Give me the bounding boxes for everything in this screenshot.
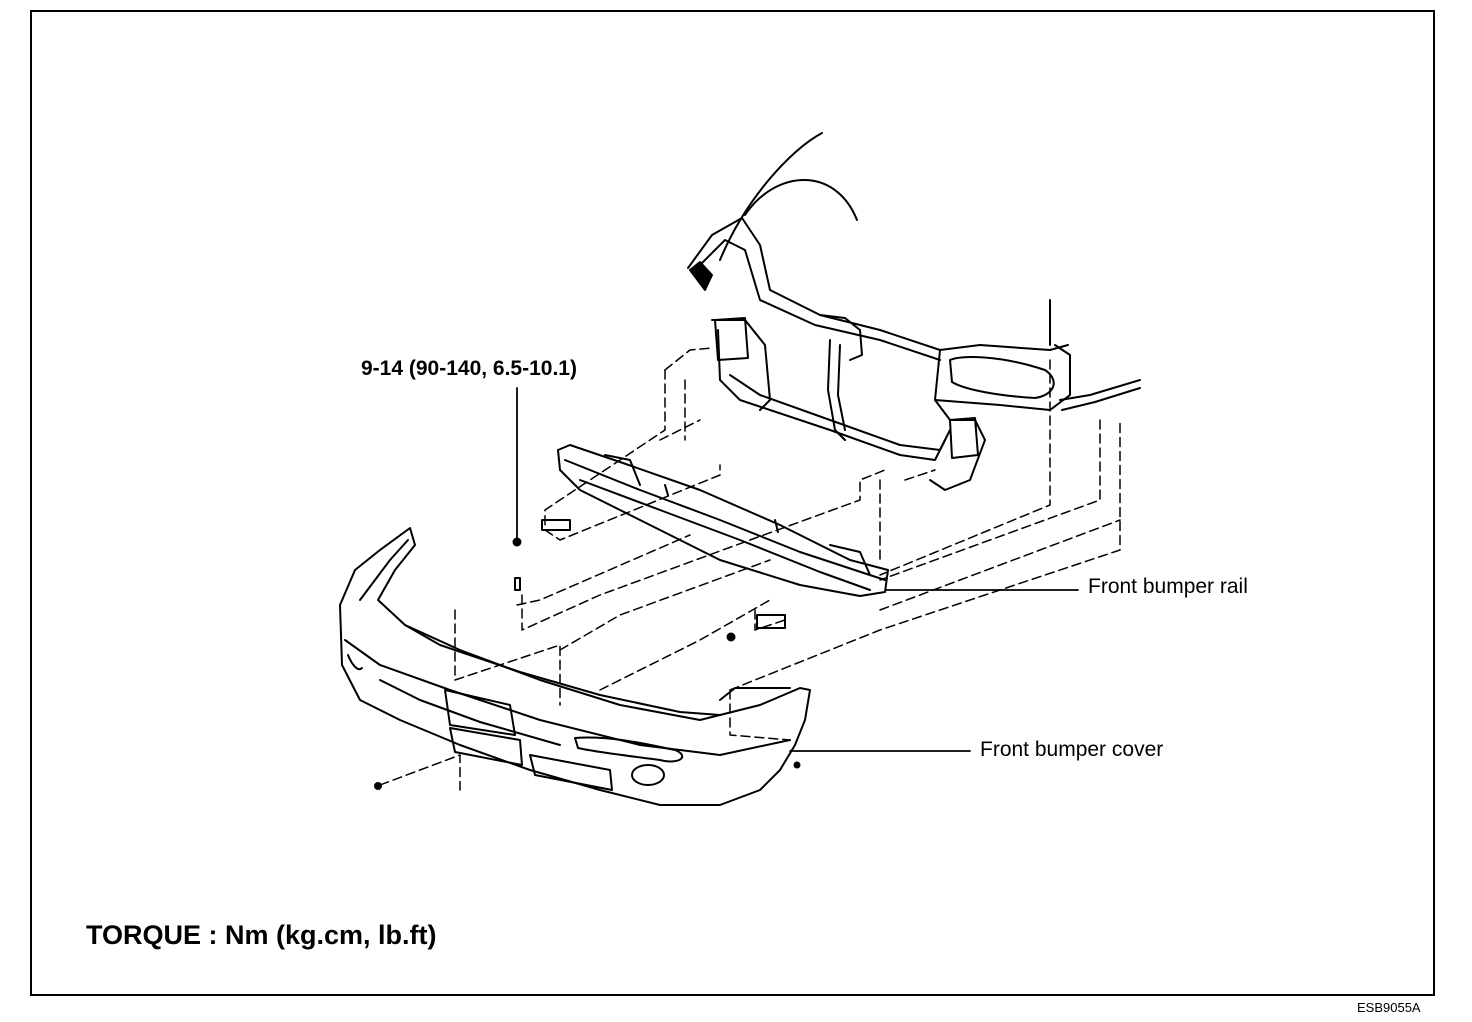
front-bumper-rail	[557, 444, 889, 597]
assembly-guide-lines	[379, 347, 1121, 791]
front-bumper-rail-label: Front bumper rail	[1088, 575, 1248, 598]
radiator-support	[687, 217, 1141, 491]
diagram-frame	[30, 10, 1435, 996]
torque-units-legend: TORQUE : Nm (kg.cm, lb.ft)	[86, 920, 437, 950]
figure-code: ESB9055A	[1357, 1000, 1421, 1015]
leader-lines	[516, 387, 1079, 752]
front-bumper-cover	[339, 527, 811, 806]
bolt-markers	[374, 519, 801, 790]
hood-outline	[719, 132, 1051, 346]
torque-spec-label: 9-14 (90-140, 6.5-10.1)	[361, 357, 577, 380]
front-bumper-cover-label: Front bumper cover	[980, 738, 1164, 761]
